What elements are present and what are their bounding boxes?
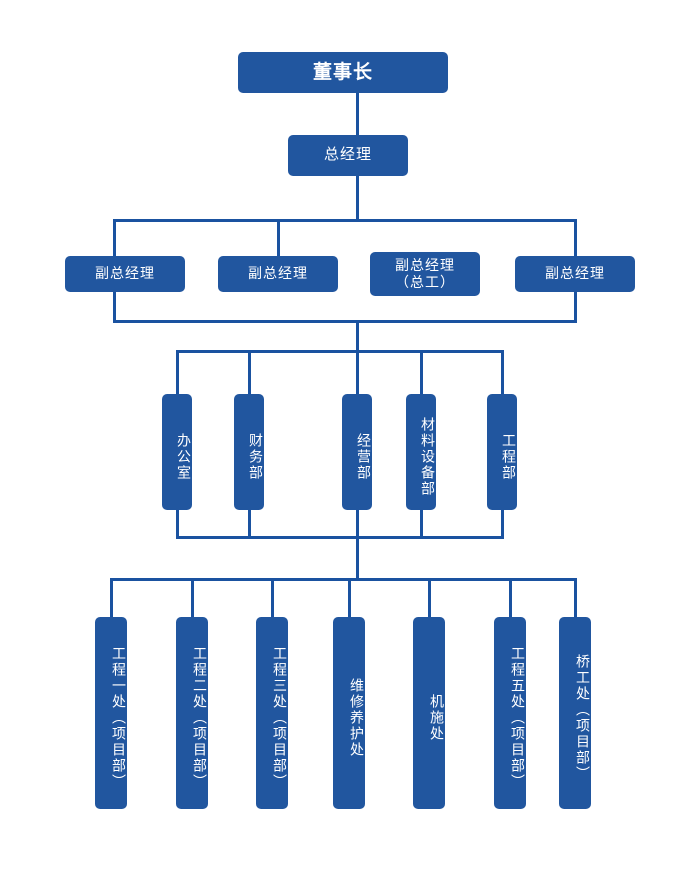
connector-drop-unit-1 (110, 578, 113, 618)
connector-drop-vp-2 (277, 219, 280, 257)
node-unit-bridge[interactable]: 桥工处（项目部） (559, 617, 591, 809)
connector-rise-dept-2 (248, 509, 251, 539)
connector-level2-bus (113, 219, 577, 222)
connector-rise-vp-1 (113, 291, 116, 323)
connector-level2-collector (113, 320, 577, 323)
node-dept-materials-equipment[interactable]: 材料设备部 (406, 394, 436, 510)
connector-drop-dept-1 (176, 350, 179, 396)
connector-drop-vp-1 (113, 219, 116, 257)
node-deputy-gm-1[interactable]: 副总经理 (65, 256, 185, 292)
node-deputy-gm-2[interactable]: 副总经理 (218, 256, 338, 292)
connector-drop-unit-3 (271, 578, 274, 618)
connector-rise-vp-4 (574, 291, 577, 323)
connector-drop-vp-4 (574, 219, 577, 257)
connector-level3-to-level4 (356, 536, 359, 580)
connector-drop-dept-4 (420, 350, 423, 396)
node-label-line1: 副总经理 (395, 256, 455, 273)
connector-chairman-to-gm (356, 92, 359, 136)
node-unit-engineering-5[interactable]: 工程五处（项目部） (494, 617, 526, 809)
node-unit-machinery[interactable]: 机施处 (413, 617, 445, 809)
connector-level2-to-level3 (356, 320, 359, 353)
node-unit-engineering-3[interactable]: 工程三处（项目部） (256, 617, 288, 809)
connector-rise-dept-5 (501, 509, 504, 539)
connector-rise-dept-3 (356, 509, 359, 539)
connector-gm-down (356, 175, 359, 222)
node-dept-finance[interactable]: 财务部 (234, 394, 264, 510)
connector-drop-unit-5 (428, 578, 431, 618)
connector-drop-dept-3 (356, 350, 359, 396)
connector-drop-unit-7 (574, 578, 577, 618)
node-general-manager[interactable]: 总经理 (288, 135, 408, 176)
node-chairman[interactable]: 董事长 (238, 52, 448, 93)
connector-rise-dept-4 (420, 509, 423, 539)
connector-drop-unit-4 (348, 578, 351, 618)
connector-level3-bus (176, 350, 504, 353)
connector-drop-unit-2 (191, 578, 194, 618)
node-unit-engineering-2[interactable]: 工程二处（项目部） (176, 617, 208, 809)
connector-drop-dept-5 (501, 350, 504, 396)
node-dept-office[interactable]: 办公室 (162, 394, 192, 510)
node-deputy-gm-4[interactable]: 副总经理 (515, 256, 635, 292)
node-label-line2: （总工） (395, 274, 455, 290)
connector-drop-dept-2 (248, 350, 251, 396)
connector-level3-collector (176, 536, 504, 539)
node-deputy-gm-chief-engineer[interactable]: 副总经理 （总工） (370, 252, 480, 296)
connector-drop-unit-6 (509, 578, 512, 618)
node-dept-engineering[interactable]: 工程部 (487, 394, 517, 510)
connector-rise-dept-1 (176, 509, 179, 539)
node-unit-maintenance[interactable]: 维修养护处 (333, 617, 365, 809)
connector-level4-bus (110, 578, 577, 581)
node-dept-operations[interactable]: 经营部 (342, 394, 372, 510)
node-unit-engineering-1[interactable]: 工程一处（项目部） (95, 617, 127, 809)
